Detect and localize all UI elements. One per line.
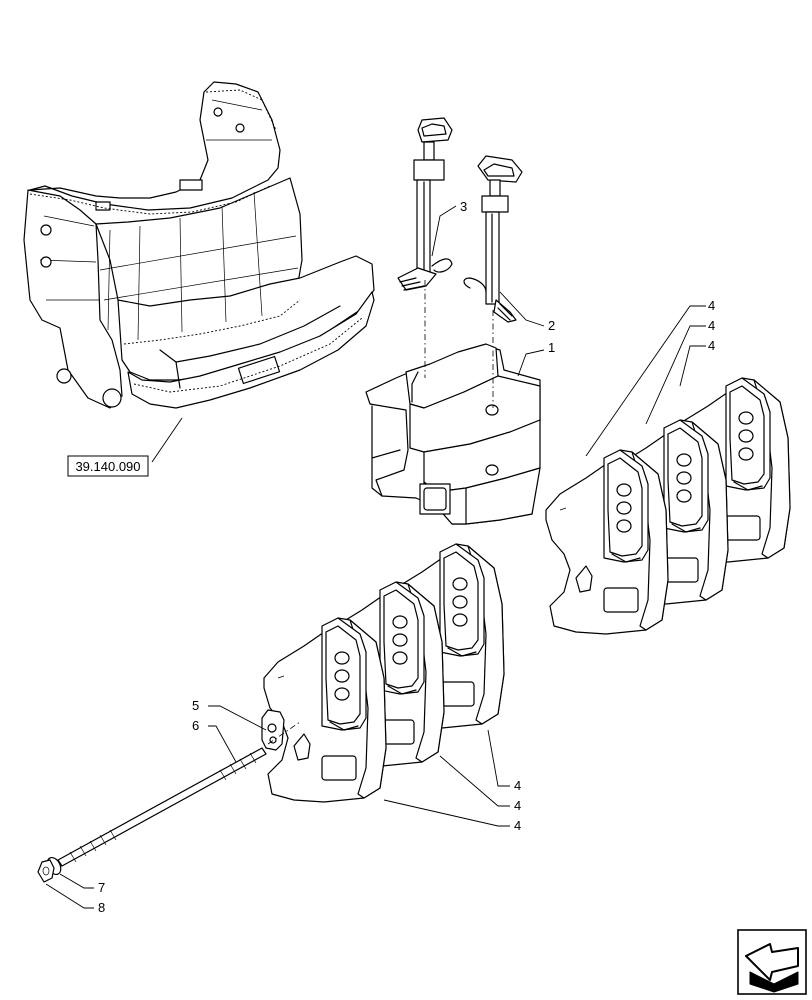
callout-8: 8: [98, 900, 105, 915]
front-support-bracket: [23, 81, 375, 409]
callout-3: 3: [460, 199, 467, 214]
callouts: 1 2 3 4 4 4 4 4 4 5 6 7 8: [98, 199, 715, 915]
next-page-arrow-icon[interactable]: [737, 929, 807, 995]
callout-4d: 4: [514, 778, 521, 793]
reference-box[interactable]: 39.140.090: [67, 455, 149, 477]
callout-4e: 4: [514, 798, 521, 813]
leader-lines: [45, 205, 706, 909]
lock-pin-2: [463, 155, 523, 323]
callout-5: 5: [192, 698, 199, 713]
callout-7: 7: [98, 880, 105, 895]
callout-4b: 4: [708, 318, 715, 333]
reference-label: 39.140.090: [75, 459, 140, 474]
nut-8: [37, 859, 55, 883]
callout-4c: 4: [708, 338, 715, 353]
weight-stack-right: [545, 377, 791, 635]
callout-4f: 4: [514, 818, 521, 833]
callout-1: 1: [548, 340, 555, 355]
clamp-plate-5: [261, 709, 285, 751]
callout-4a: 4: [708, 298, 715, 313]
lock-pin-3: [397, 117, 453, 291]
callout-6: 6: [192, 718, 199, 733]
weight-stack-left: [263, 543, 505, 803]
weight-support-1: [365, 343, 541, 525]
callout-2: 2: [548, 318, 555, 333]
bolt-6: [57, 721, 301, 867]
